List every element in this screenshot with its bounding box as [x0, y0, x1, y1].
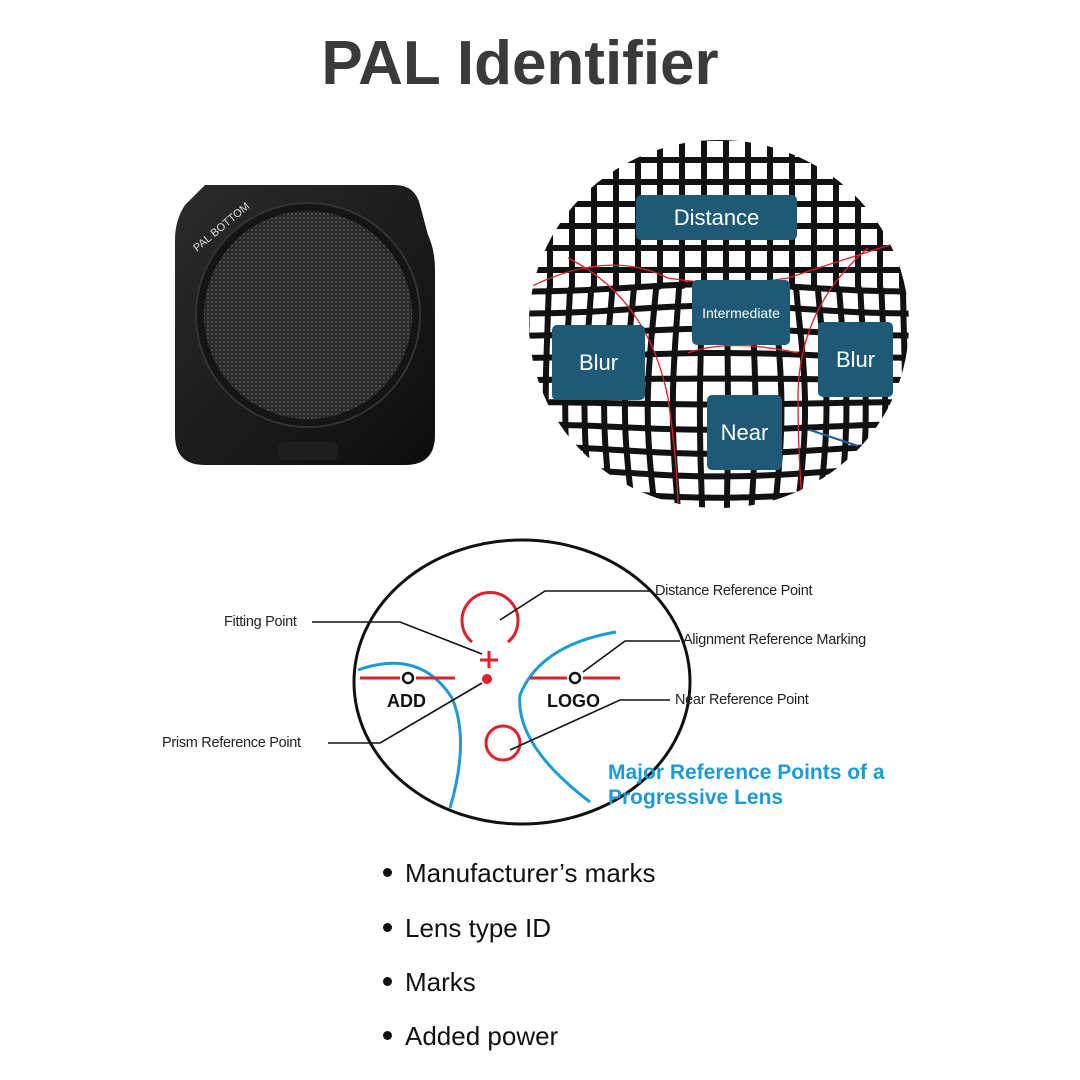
lens-outline [352, 538, 692, 826]
zone-near: Near [707, 395, 782, 470]
grid-line [601, 140, 619, 508]
feature-item: Manufacturer’s marks [383, 858, 655, 889]
zone-intermediate: Intermediate [692, 280, 790, 345]
grid-line [621, 140, 641, 508]
grid-line [644, 140, 663, 508]
near-reference-circle [484, 724, 522, 762]
grid-line [899, 140, 909, 508]
label-distance-reference-point: Distance Reference Point [655, 583, 813, 599]
grid-line [581, 140, 597, 508]
label-alignment-reference-marking: Alignment Reference Marking [683, 632, 866, 648]
grid-line [529, 487, 909, 501]
mark-add: ADD [387, 691, 426, 711]
mark-logo: LOGO [547, 691, 600, 711]
feature-item: Added power [383, 1021, 558, 1052]
distance-reference-circle [460, 591, 520, 644]
reference-points-diagram [312, 538, 692, 826]
label-near-reference-point: Near Reference Point [675, 692, 809, 708]
label-fitting-point: Fitting Point [224, 614, 297, 630]
feature-item: Marks [383, 967, 476, 998]
zone-blur-right: Blur [818, 322, 893, 397]
prism-reference-dot [482, 674, 492, 684]
diagram-caption-line2: Progressive Lens [608, 786, 784, 809]
pal-identifier-device: PAL BOTTOM [175, 185, 435, 465]
arrow-icon [809, 429, 859, 447]
zone-distance: Distance [636, 195, 797, 240]
grid-line [562, 140, 575, 508]
page-title: PAL Identifier [321, 29, 719, 98]
zone-blur-left: Blur [552, 325, 645, 400]
diagram-caption-line1: Major Reference Points of a [608, 761, 885, 784]
grid-line [789, 140, 808, 508]
feature-item: Lens type ID [383, 913, 551, 944]
label-prism-reference-point: Prism Reference Point [162, 735, 301, 751]
grid-line [669, 140, 685, 508]
grid-line [542, 140, 553, 508]
